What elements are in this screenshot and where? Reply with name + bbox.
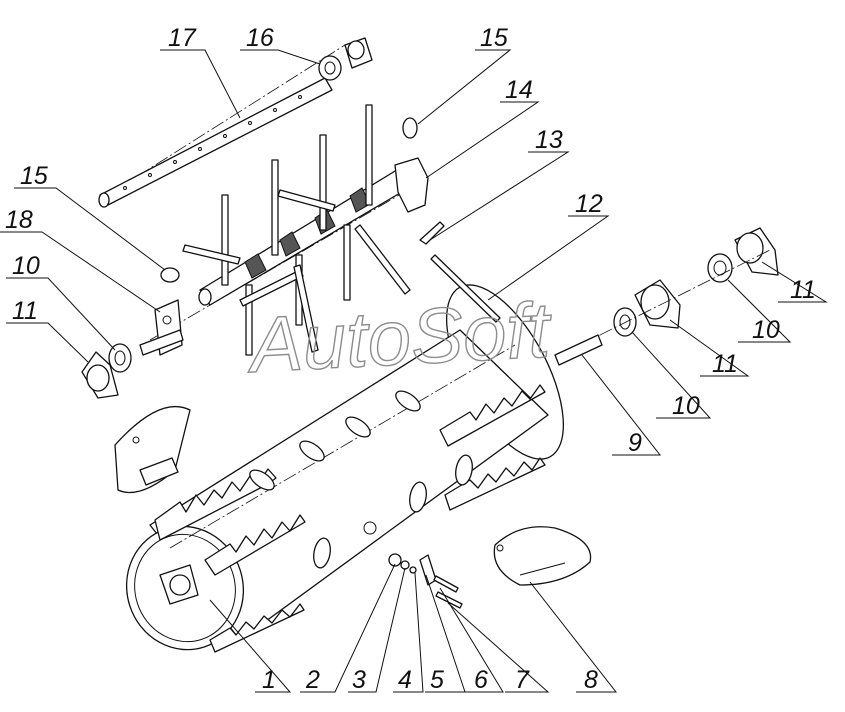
- drum-paddles: [249, 390, 473, 569]
- callout-4: 4: [398, 666, 412, 694]
- pin-12: [430, 254, 501, 323]
- flange-11-top: [734, 227, 779, 276]
- callout-8: 8: [584, 666, 598, 694]
- cover-plate-8: [493, 526, 592, 586]
- watermark: AutoSoft: [244, 285, 555, 389]
- bearing-10-top: [707, 253, 733, 283]
- cover-plate-left: [114, 405, 191, 494]
- drum-serrated-blades: [154, 384, 546, 653]
- callout-6: 6: [474, 666, 488, 694]
- callout-2: 2: [305, 666, 320, 694]
- callout-numbers: 17 16 15 14 13 12 15 18 10 11 11 10 11 1…: [5, 24, 816, 694]
- perforated-tube: [98, 77, 333, 208]
- callout-10-top-right: 10: [752, 316, 780, 344]
- callout-15-left: 15: [20, 162, 48, 190]
- callout-1: 1: [262, 666, 276, 694]
- callout-11-left: 11: [12, 297, 38, 325]
- callout-18: 18: [5, 206, 33, 234]
- tine-shaft-assembly: [99, 44, 429, 356]
- bearing-10-middle: [613, 307, 637, 337]
- callout-16: 16: [246, 24, 274, 52]
- callout-10-middle-right: 10: [672, 392, 700, 420]
- callout-11-middle-right: 11: [712, 350, 738, 378]
- washer-15-left: [160, 267, 180, 283]
- leader-lines: [0, 49, 828, 693]
- callout-7: 7: [515, 666, 530, 694]
- callout-10-left: 10: [12, 252, 40, 280]
- bearing-10-left: [108, 343, 132, 373]
- callout-9: 9: [628, 429, 642, 457]
- callout-3: 3: [352, 666, 366, 694]
- callout-5: 5: [430, 666, 444, 694]
- callout-11-top-right: 11: [790, 276, 816, 304]
- bracket-18: [139, 299, 184, 356]
- flange-11-middle: [634, 279, 681, 329]
- callout-14: 14: [505, 76, 533, 104]
- washer-15-right: [402, 117, 418, 139]
- bearing-16: [318, 37, 373, 81]
- clip-13: [419, 221, 445, 245]
- flange-11-left: [81, 351, 119, 399]
- callout-13: 13: [535, 126, 563, 154]
- callout-12: 12: [575, 190, 603, 218]
- callout-17: 17: [168, 24, 197, 52]
- fasteners-2-7: [388, 553, 463, 609]
- stub-shaft-9: [554, 334, 603, 366]
- callout-15-top: 15: [480, 24, 508, 52]
